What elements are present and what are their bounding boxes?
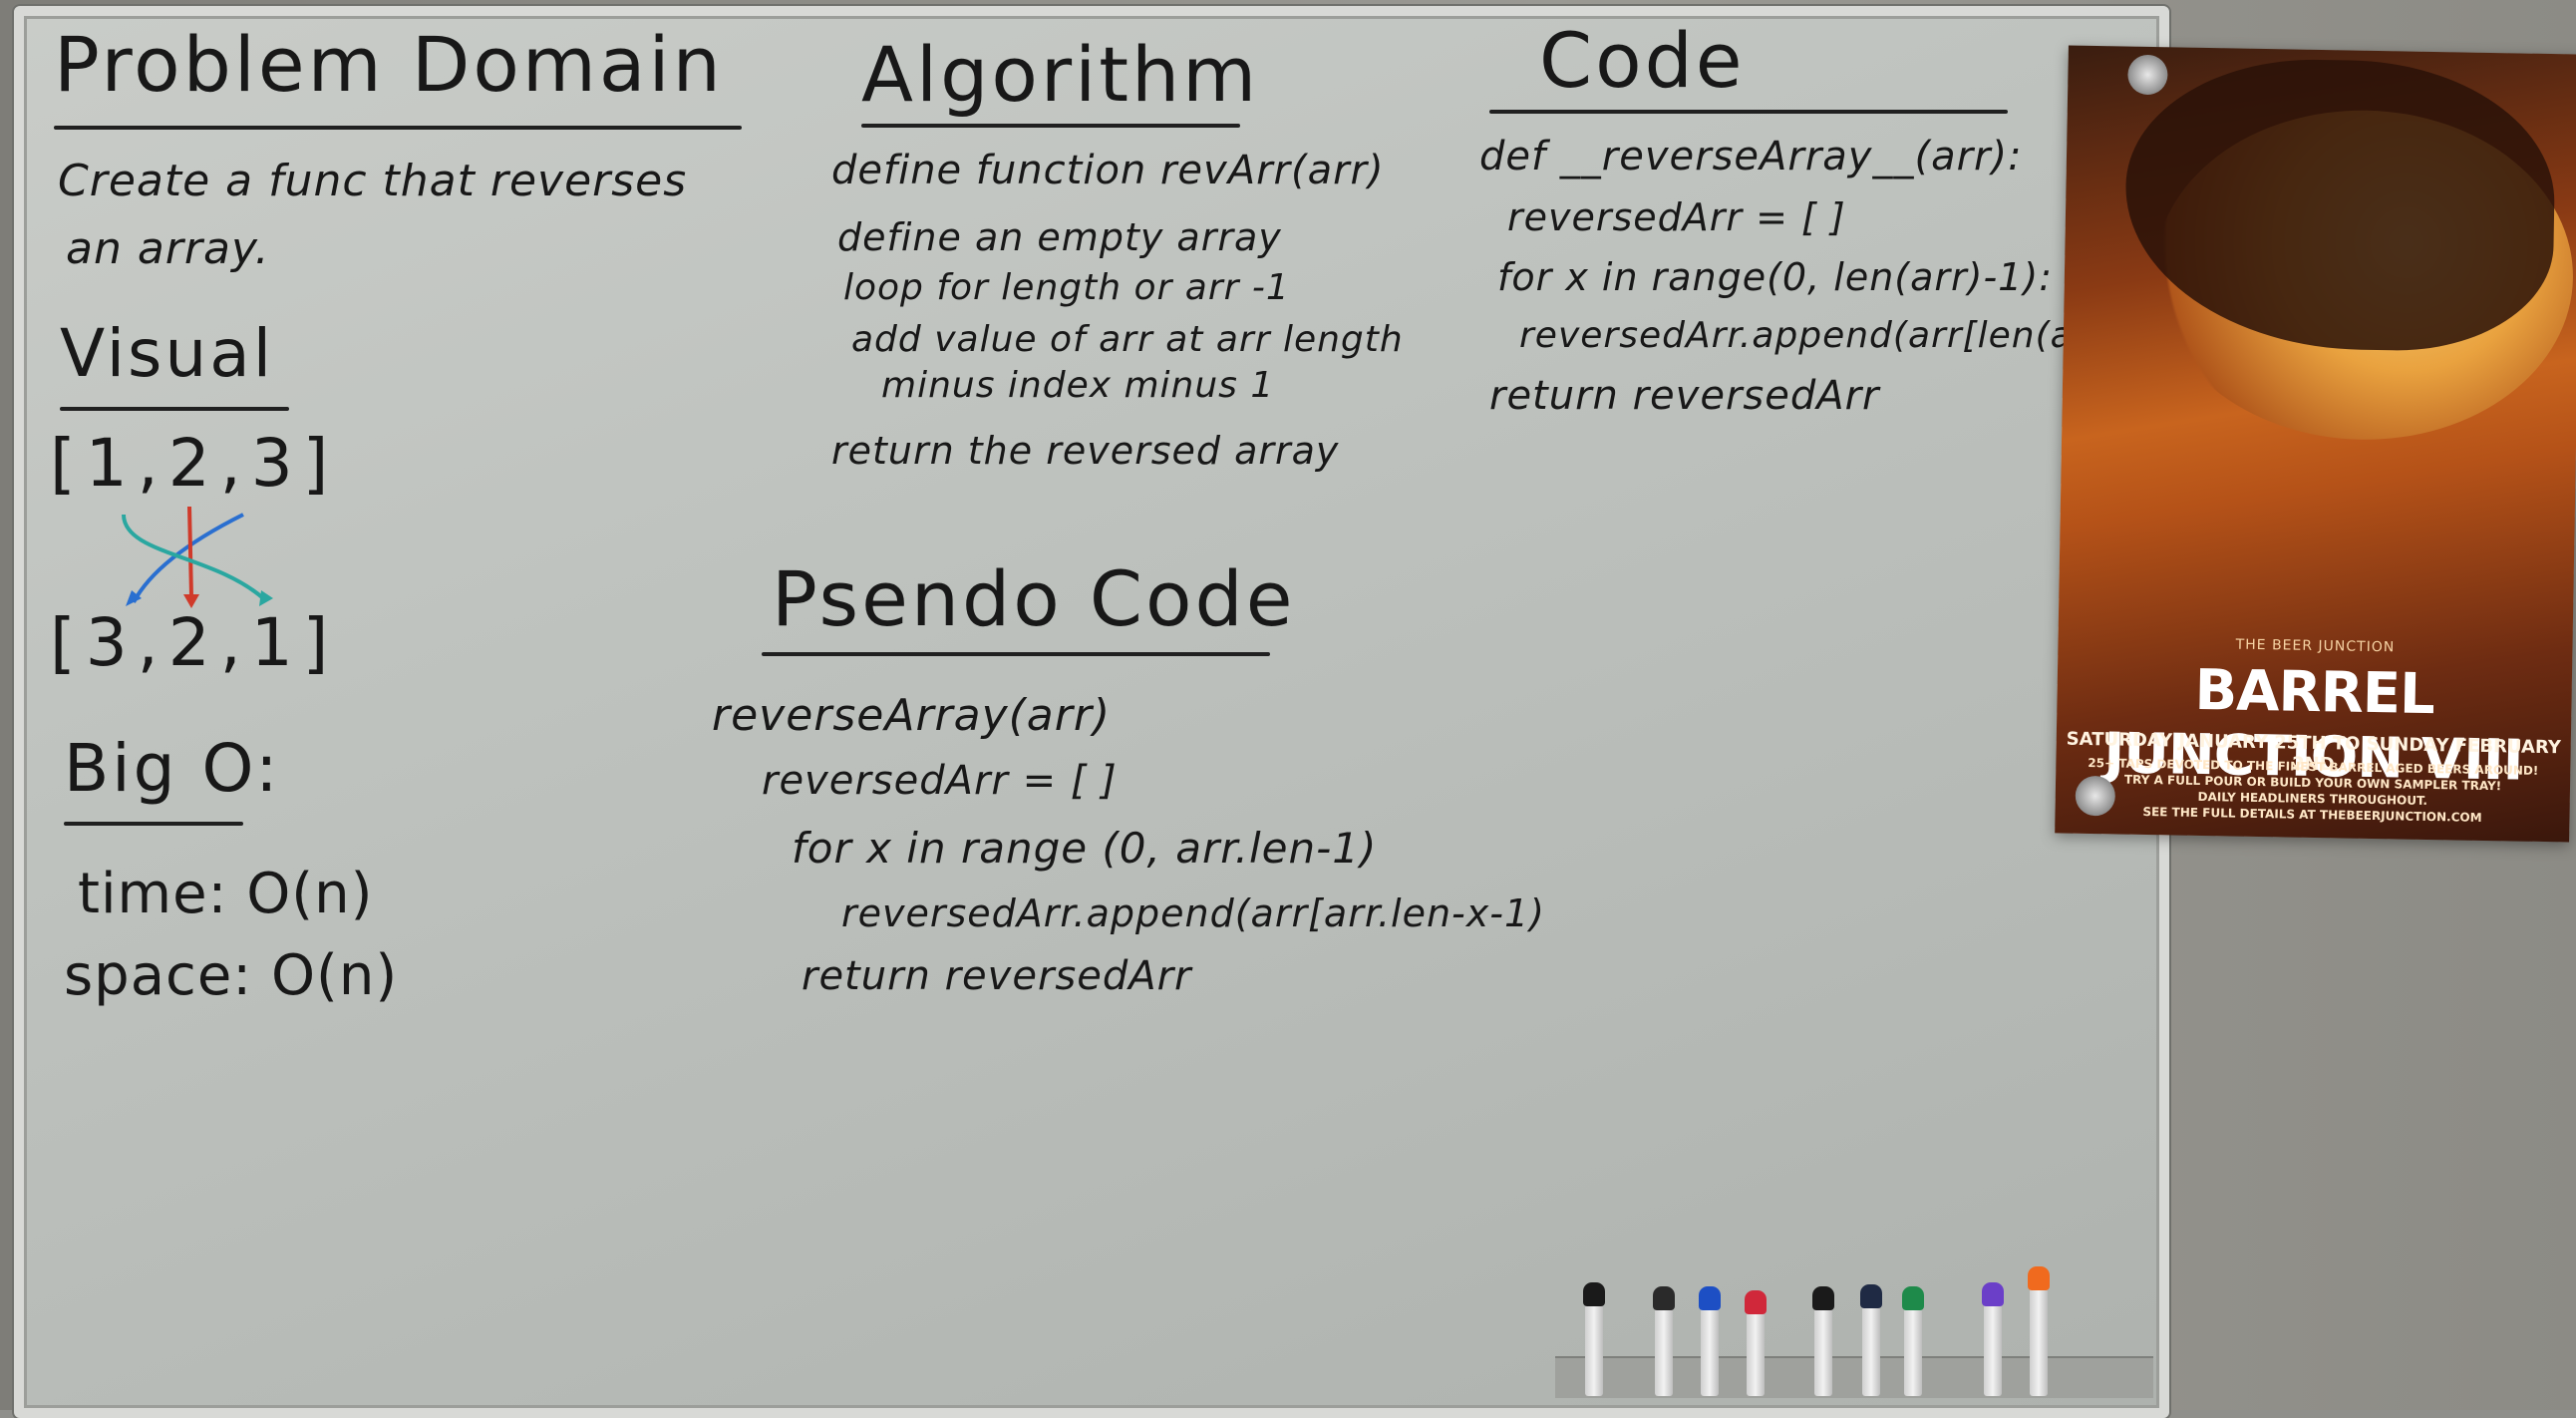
dry-erase-marker — [1902, 1286, 1924, 1396]
dry-erase-marker — [1699, 1286, 1721, 1396]
code-line-5: return reversedArr — [1489, 373, 1880, 419]
arrow-teal-path — [122, 514, 265, 600]
marker-cap — [1982, 1282, 2004, 1306]
marker-tray — [1555, 1356, 2153, 1398]
big-o-space: space: O(n) — [64, 943, 399, 1008]
algorithm-line-5: minus index minus 1 — [881, 365, 1275, 406]
algorithm-line-1: define function revArr(arr) — [831, 148, 1385, 193]
arrow-red-head — [183, 594, 199, 608]
code-line-3: for x in range(0, len(arr)-1): — [1497, 255, 2053, 299]
code-line-1: def __reverseArray__(arr): — [1479, 134, 2023, 179]
visual-input-array: [1,2,3] — [50, 425, 339, 502]
dry-erase-marker — [1860, 1284, 1882, 1396]
marker-cap — [1745, 1290, 1767, 1314]
visual-swap-arrows — [122, 506, 273, 608]
marker-cap — [1699, 1286, 1721, 1310]
dry-erase-marker — [1583, 1282, 1605, 1396]
dry-erase-marker — [1653, 1286, 1675, 1396]
event-poster: THE BEER JUNCTION BARREL JUNCTION VIII S… — [2055, 45, 2576, 843]
arrow-red-path — [187, 506, 193, 597]
dry-erase-marker — [2028, 1266, 2050, 1396]
big-o-time: time: O(n) — [78, 862, 374, 926]
underline-pseudo-code — [762, 652, 1270, 656]
arrow-blue-path — [132, 513, 244, 603]
marker-cap — [1902, 1286, 1924, 1310]
underline-big-o — [64, 822, 243, 826]
marker-cap — [1583, 1282, 1605, 1306]
marker-cap — [2028, 1266, 2050, 1290]
poster-magnet-top — [2127, 54, 2168, 96]
problem-domain-line-1: Create a func that reverses — [58, 156, 688, 206]
algorithm-line-2: define an empty array — [837, 215, 1282, 259]
marker-cap — [1812, 1286, 1834, 1310]
pseudo-code-line-1: reverseArray(arr) — [712, 690, 1112, 741]
pseudo-code-line-2: reversedArr = [ ] — [762, 758, 1118, 804]
code-line-2: reversedArr = [ ] — [1507, 195, 1846, 239]
whiteboard: Problem Domain Create a func that revers… — [14, 6, 2223, 1418]
dry-erase-marker — [1812, 1286, 1834, 1396]
pseudo-code-line-5: return reversedArr — [802, 953, 1192, 999]
pseudo-code-line-4: reversedArr.append(arr[arr.len-x-1) — [841, 891, 1545, 935]
algorithm-line-3: loop for length or arr -1 — [843, 267, 1290, 308]
underline-problem-domain — [54, 126, 742, 130]
heading-code: Code — [1539, 16, 1746, 105]
underline-algorithm — [861, 124, 1240, 128]
marker-cap — [1860, 1284, 1882, 1308]
underline-code — [1489, 110, 2008, 114]
heading-big-o: Big O: — [64, 730, 281, 807]
poster-presenter: THE BEER JUNCTION — [2235, 636, 2396, 656]
heading-problem-domain: Problem Domain — [54, 20, 724, 109]
problem-domain-line-2: an array. — [66, 223, 270, 274]
dry-erase-marker — [1745, 1290, 1767, 1396]
algorithm-line-6: return the reversed array — [831, 429, 1340, 473]
heading-algorithm: Algorithm — [861, 30, 1260, 119]
arrow-blue-head — [126, 590, 142, 606]
marker-cap — [1653, 1286, 1675, 1310]
visual-output-array: [3,2,1] — [50, 604, 339, 681]
heading-pseudo-code: Psendo Code — [772, 554, 1296, 643]
arrow-teal-head — [259, 590, 273, 606]
heading-visual: Visual — [60, 315, 275, 392]
pseudo-code-line-3: for x in range (0, arr.len-1) — [792, 824, 1378, 873]
algorithm-line-4: add value of arr at arr length — [851, 319, 1404, 360]
underline-visual — [60, 407, 289, 411]
dry-erase-marker — [1982, 1282, 2004, 1396]
